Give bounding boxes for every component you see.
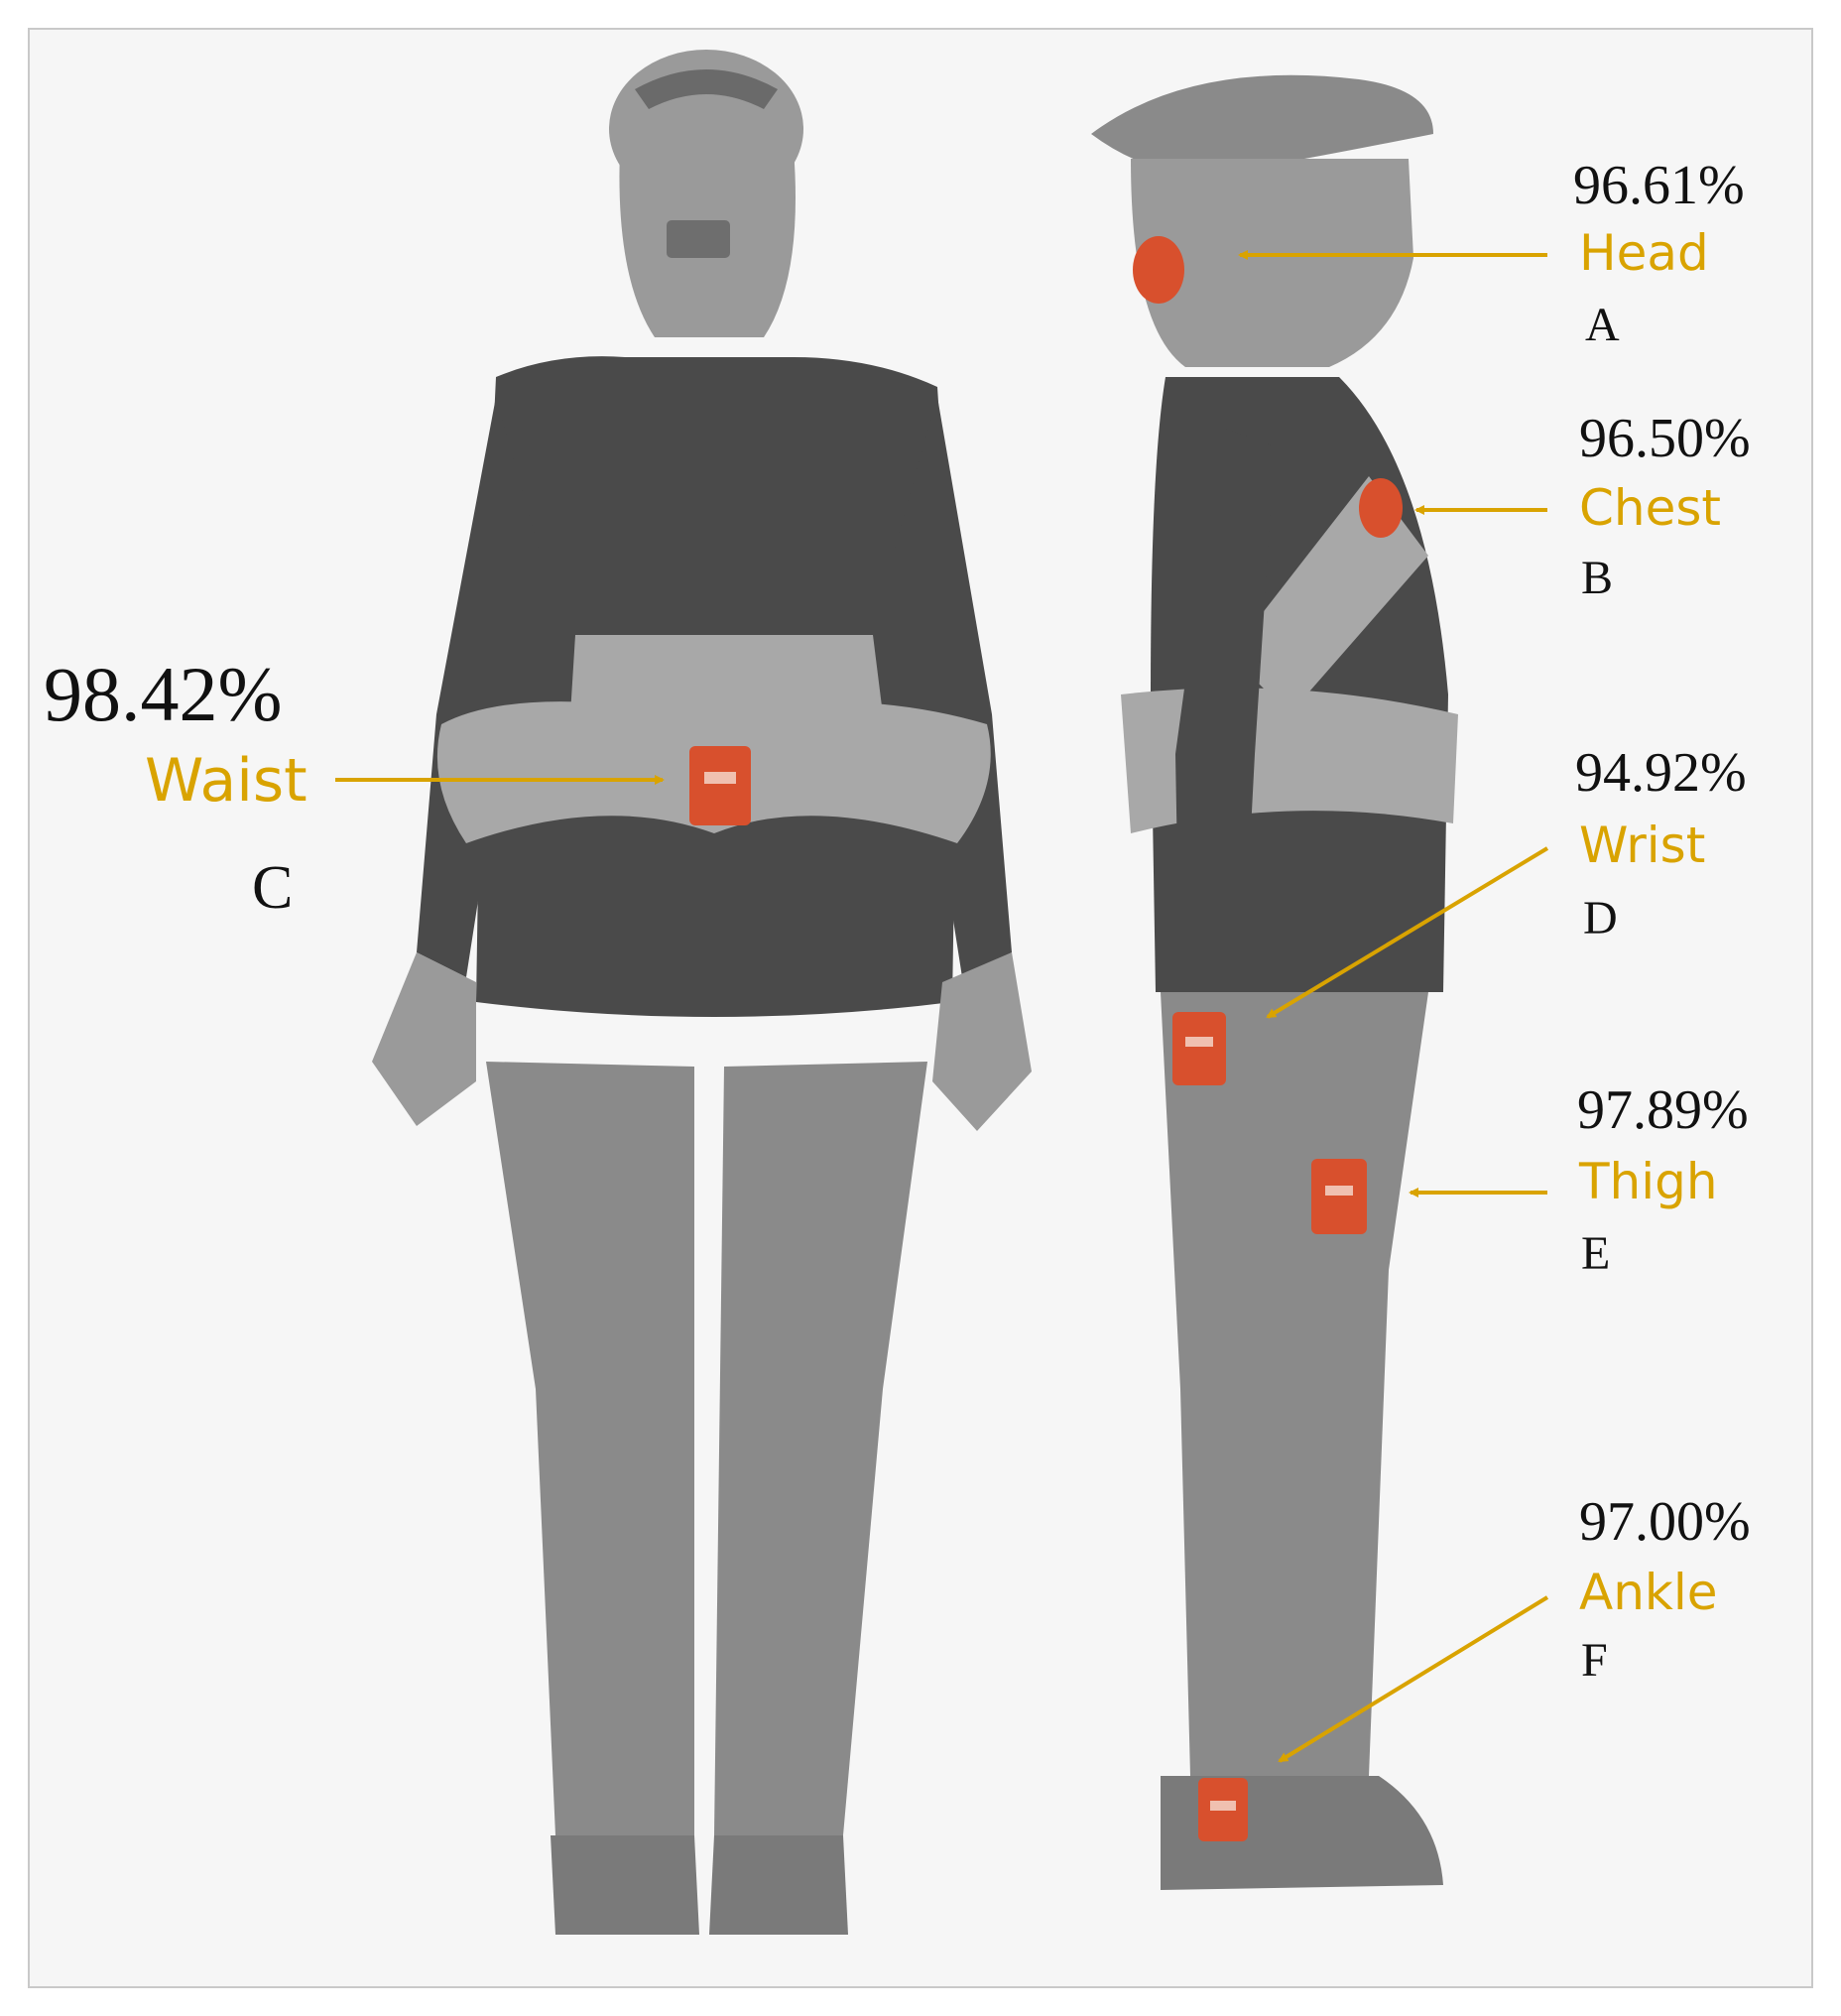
thigh-sensor bbox=[1311, 1159, 1367, 1234]
back-left-hand bbox=[372, 952, 476, 1126]
chest-letter: B bbox=[1581, 552, 1614, 604]
side-head bbox=[1131, 159, 1413, 367]
waist-sensor-screen bbox=[704, 772, 736, 784]
callout-arrows bbox=[335, 250, 1549, 1763]
head-percent: 96.61% bbox=[1573, 155, 1745, 216]
thigh-letter: E bbox=[1581, 1227, 1611, 1280]
chest-sensor bbox=[1359, 478, 1403, 538]
wrist-label: Wrist bbox=[1579, 817, 1706, 874]
thigh-percent: 97.89% bbox=[1577, 1079, 1749, 1141]
back-left-leg bbox=[486, 1062, 694, 1835]
side-arm bbox=[1175, 427, 1275, 1042]
back-left-arm bbox=[417, 397, 541, 977]
waist-label: Waist bbox=[145, 746, 307, 816]
chest-label: Chest bbox=[1579, 479, 1722, 537]
side-helmet bbox=[1091, 74, 1433, 175]
back-view-person bbox=[372, 50, 1032, 1935]
ankle-letter: F bbox=[1581, 1634, 1608, 1687]
waist-sensor bbox=[689, 746, 751, 825]
wrist-sensor-screen bbox=[1185, 1037, 1213, 1047]
wrist-percent: 94.92% bbox=[1575, 742, 1747, 804]
ankle-percent: 97.00% bbox=[1579, 1491, 1751, 1553]
wrist-letter: D bbox=[1583, 892, 1618, 945]
side-leg bbox=[1161, 992, 1428, 1776]
back-upper-belt bbox=[570, 635, 883, 714]
back-helmet-vents bbox=[635, 69, 778, 109]
waist-letter: C bbox=[252, 854, 294, 922]
back-right-leg bbox=[714, 1062, 927, 1835]
head-letter: A bbox=[1585, 299, 1620, 351]
back-right-hand bbox=[932, 952, 1032, 1131]
chest-percent: 96.50% bbox=[1579, 408, 1751, 469]
head-sensor bbox=[1133, 236, 1184, 304]
back-right-shoe bbox=[709, 1835, 848, 1935]
ankle-arrow bbox=[1278, 1595, 1549, 1763]
figure-frame bbox=[28, 28, 1813, 1988]
head-label: Head bbox=[1579, 224, 1709, 282]
side-view-person bbox=[1091, 74, 1458, 1890]
waist-percent: 98.42% bbox=[44, 651, 283, 737]
thigh-sensor-screen bbox=[1325, 1186, 1353, 1196]
thigh-label: Thigh bbox=[1579, 1153, 1718, 1210]
wrist-sensor bbox=[1172, 1012, 1226, 1085]
wrist-arrow bbox=[1266, 846, 1549, 1019]
ankle-label: Ankle bbox=[1579, 1564, 1718, 1621]
back-right-arm bbox=[893, 397, 1012, 977]
back-left-shoe bbox=[551, 1835, 699, 1935]
back-neck-sensor bbox=[667, 220, 730, 258]
ankle-sensor-screen bbox=[1210, 1801, 1236, 1811]
